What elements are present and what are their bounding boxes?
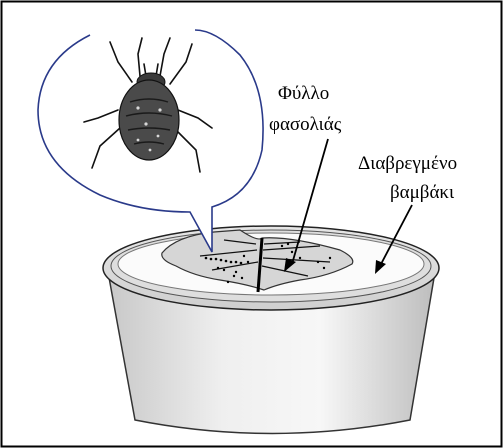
mite-body xyxy=(119,80,179,160)
cotton-label-line2: βαμβάκι xyxy=(390,182,455,203)
leaf-label-line2: φασολιάς xyxy=(269,114,342,135)
cotton-label-line1: Διαβρεγμένο xyxy=(358,153,457,174)
leaf-label-line1: Φύλλο xyxy=(278,83,329,104)
